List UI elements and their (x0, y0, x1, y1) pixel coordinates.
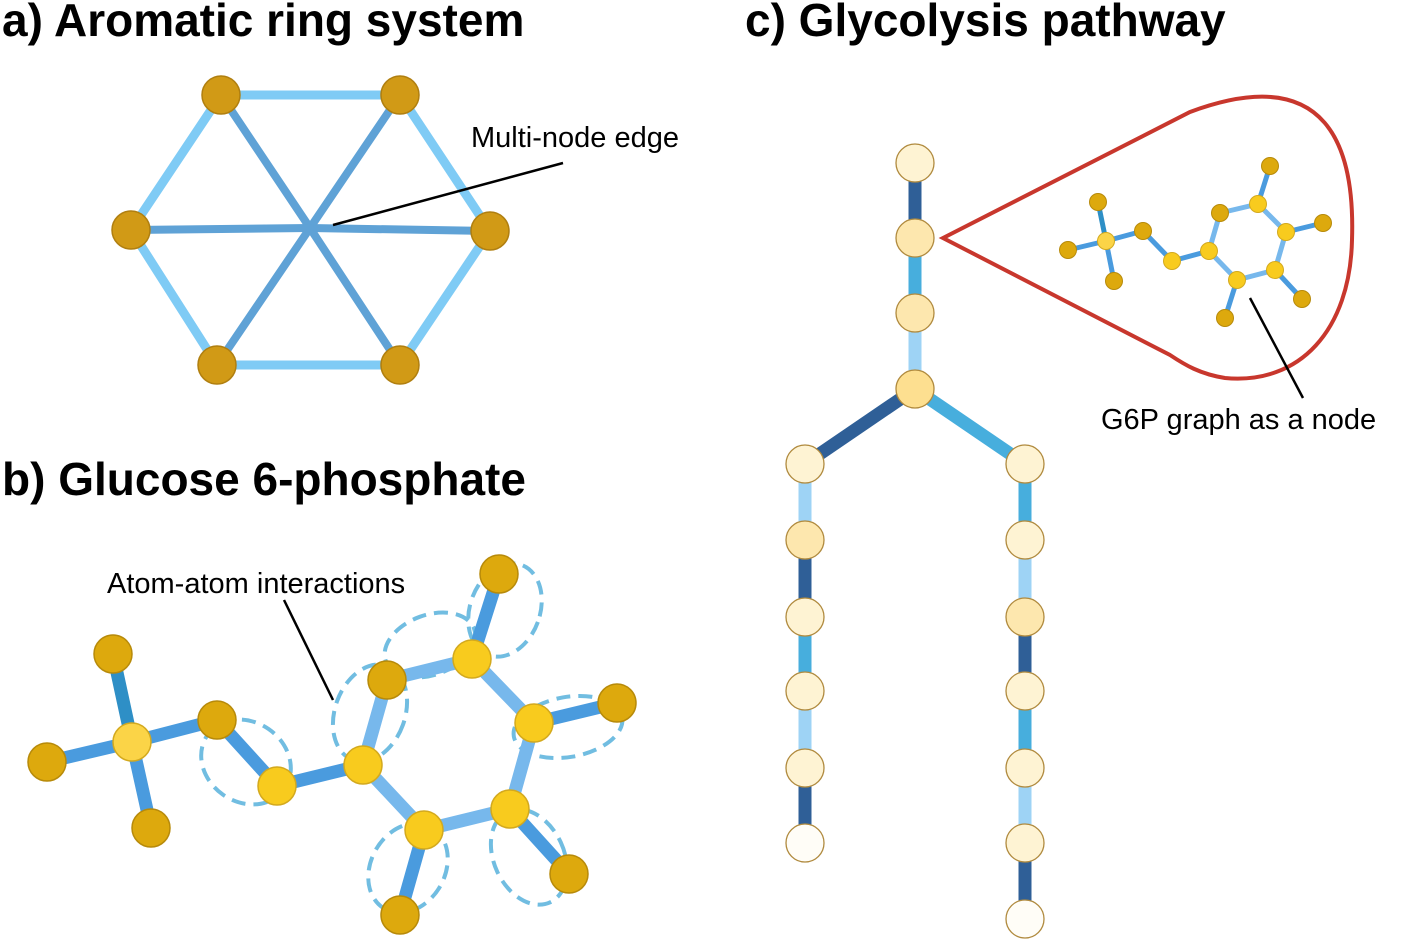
atom-carbon (452, 639, 492, 679)
mini-atom (1314, 214, 1332, 232)
annotation-pointer (332, 161, 564, 227)
mini-atom (1249, 195, 1267, 213)
hyperedge-spoke (306, 224, 494, 235)
ring-edge (126, 225, 222, 370)
mini-atom (1228, 271, 1246, 289)
mini-atom (1097, 232, 1115, 250)
pathway-edge (911, 383, 1029, 470)
ring-edge (395, 90, 495, 236)
metabolite-node (785, 597, 825, 637)
hyperedge-spoke (127, 224, 314, 234)
mini-atom (1105, 272, 1123, 290)
panel-c-title: c) Glycolysis pathway (745, 0, 1226, 46)
metabolite-node (895, 369, 935, 409)
metabolite-node (785, 671, 825, 711)
ring-atom (380, 75, 420, 115)
atom-oxygen (549, 854, 589, 894)
metabolite-node (785, 444, 825, 484)
ring-atom (380, 345, 420, 385)
metabolite-node (1005, 748, 1045, 788)
metabolite-node (1005, 597, 1045, 637)
mini-atom (1211, 204, 1229, 222)
ring-atom (201, 75, 241, 115)
hyperedge-spoke (217, 91, 314, 232)
atom-oxygen (380, 895, 420, 935)
annotation-g6p-node: G6P graph as a node (1101, 404, 1376, 436)
metabolite-node (1005, 444, 1045, 484)
metabolite-node (785, 748, 825, 788)
zoom-callout (938, 94, 1355, 381)
atom-carbon (514, 703, 554, 743)
annotation-atom-interactions: Atom-atom interactions (107, 568, 405, 600)
mini-atom (1266, 261, 1284, 279)
atom-oxygen (131, 808, 171, 848)
metabolite-node-g6p (895, 218, 935, 258)
mini-atom (1163, 252, 1181, 270)
metabolite-node (895, 293, 935, 333)
mini-g6p-graph (1059, 157, 1332, 327)
atom-oxygen (197, 700, 237, 740)
mini-atom (1059, 241, 1077, 259)
metabolite-node (1005, 899, 1045, 939)
multi-node-edge (127, 91, 494, 369)
atom-phosphorus (112, 722, 152, 762)
ring-edge (126, 90, 226, 235)
annotation-multi-node-edge: Multi-node edge (471, 122, 679, 154)
atom-carbon (490, 789, 530, 829)
mini-atom (1134, 222, 1152, 240)
atom-oxygen (479, 554, 519, 594)
panel-b: b) Glucose 6-phosphate (2, 453, 637, 935)
mini-atom (1216, 309, 1234, 327)
annotation-pointer (1248, 297, 1305, 399)
mini-atom (1261, 157, 1279, 175)
pathway-edge (801, 383, 919, 470)
panel-a-title: a) Aromatic ring system (2, 0, 524, 46)
ring-outer-edges (126, 90, 495, 370)
panel-c: c) Glycolysis pathway (745, 0, 1376, 939)
hyperedge-spoke (306, 224, 404, 369)
metabolite-node (785, 823, 825, 863)
pathway-nodes (785, 143, 1045, 939)
ring-atom (470, 211, 510, 251)
mini-atom (1200, 242, 1218, 260)
ring-edge (395, 226, 495, 370)
pathway-edges (798, 163, 1032, 919)
ring-atom (197, 345, 237, 385)
metabolite-node (895, 143, 935, 183)
metabolite-node (1005, 823, 1045, 863)
ring-atom (111, 210, 151, 250)
hyperedge-spoke (306, 91, 404, 232)
hyperedge-spoke (213, 224, 314, 369)
interaction-loop (466, 561, 544, 659)
atom-oxygen (367, 660, 407, 700)
panel-b-title: b) Glucose 6-phosphate (2, 453, 526, 505)
atom-oxygen (27, 742, 67, 782)
ring-atoms (111, 75, 510, 385)
atom-carbon (404, 810, 444, 850)
atom-oxygen (597, 683, 637, 723)
metabolite-node (1005, 520, 1045, 560)
g6p-atoms (27, 554, 637, 935)
panel-a: a) Aromatic ring system (2, 0, 679, 385)
annotation-pointer (282, 599, 335, 701)
atom-oxygen (93, 634, 133, 674)
mini-atom (1089, 193, 1107, 211)
metabolite-node (1005, 671, 1045, 711)
atom-carbon (257, 766, 297, 806)
atom-carbon (343, 745, 383, 785)
mini-atom (1277, 223, 1295, 241)
mini-atom (1293, 290, 1311, 308)
metabolite-node (785, 520, 825, 560)
